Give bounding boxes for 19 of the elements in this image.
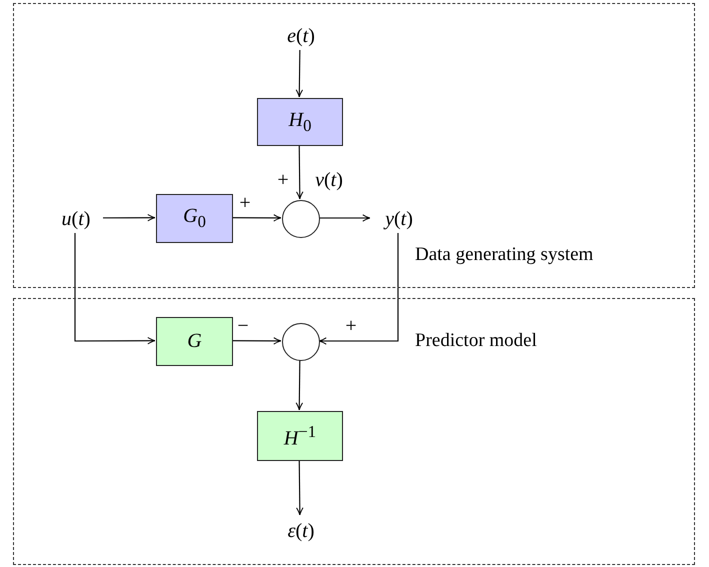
signal-label: ε(t) <box>279 519 323 543</box>
sign-label: + <box>239 193 251 213</box>
boundary-title: Data generating system <box>415 244 594 266</box>
edge-label: v(t) <box>315 170 343 190</box>
summing-junction <box>282 200 320 238</box>
dashed-boundary <box>13 3 695 288</box>
transfer-function-block: G <box>156 317 233 366</box>
transfer-function-block: G$_{0}$ <box>156 194 233 243</box>
transfer-function-block: H$^{−1}$ <box>257 411 343 461</box>
sign-label: + <box>277 170 289 190</box>
boundary-title: Predictor model <box>415 330 537 352</box>
sign-label: + <box>345 316 357 336</box>
signal-label: y(t) <box>374 207 424 231</box>
signal-label: e(t) <box>279 24 323 48</box>
dashed-boundary <box>13 298 695 565</box>
summing-junction <box>282 323 320 361</box>
signal-label: u(t) <box>51 207 101 231</box>
sign-label: − <box>237 316 249 336</box>
transfer-function-block: H$_{0}$ <box>257 98 343 146</box>
